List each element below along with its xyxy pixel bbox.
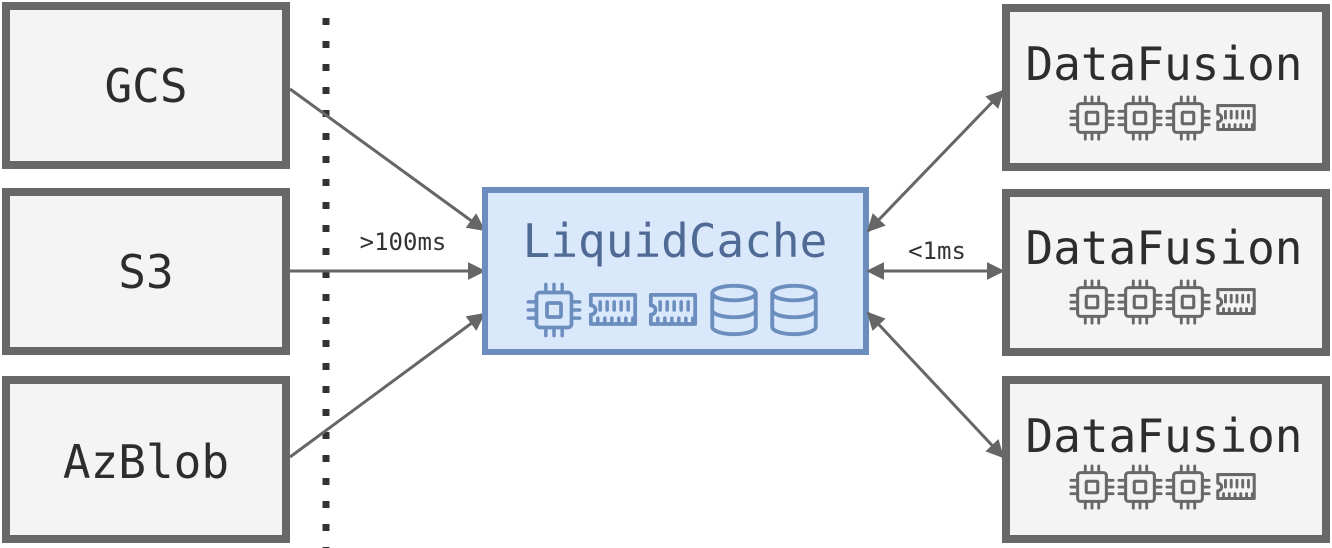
storage-label-s3: S3 [118,245,173,299]
arrow-cache-to-datafusion-1 [866,89,1005,233]
storage-box-gcs: GCS [2,2,290,169]
storage-box-azblob: AzBlob [2,376,290,543]
liquidcache-box: LiquidCache [482,187,869,355]
storage-label-azblob: AzBlob [63,435,229,489]
latency-label-bg [898,236,976,266]
arrow-cache-to-datafusion-3 [866,311,1005,459]
arrow-azblob-to-cache [289,312,486,459]
storage-label-gcs: GCS [104,59,187,113]
datafusion-label: DataFusion [1026,409,1303,463]
latency-label-storage: >100ms [360,228,447,256]
datafusion-box: DataFusion [1002,376,1330,543]
datafusion-label: DataFusion [1026,221,1303,275]
latency-label-compute: <1ms [908,237,966,265]
datafusion-label: DataFusion [1026,37,1303,91]
latency-label-bg [350,226,460,258]
datafusion-box: DataFusion [1002,189,1330,356]
datafusion-box: DataFusion [1002,4,1330,171]
storage-box-s3: S3 [2,188,290,355]
arrow-gcs-to-cache [289,87,486,232]
liquidcache-label: LiquidCache [523,214,828,268]
